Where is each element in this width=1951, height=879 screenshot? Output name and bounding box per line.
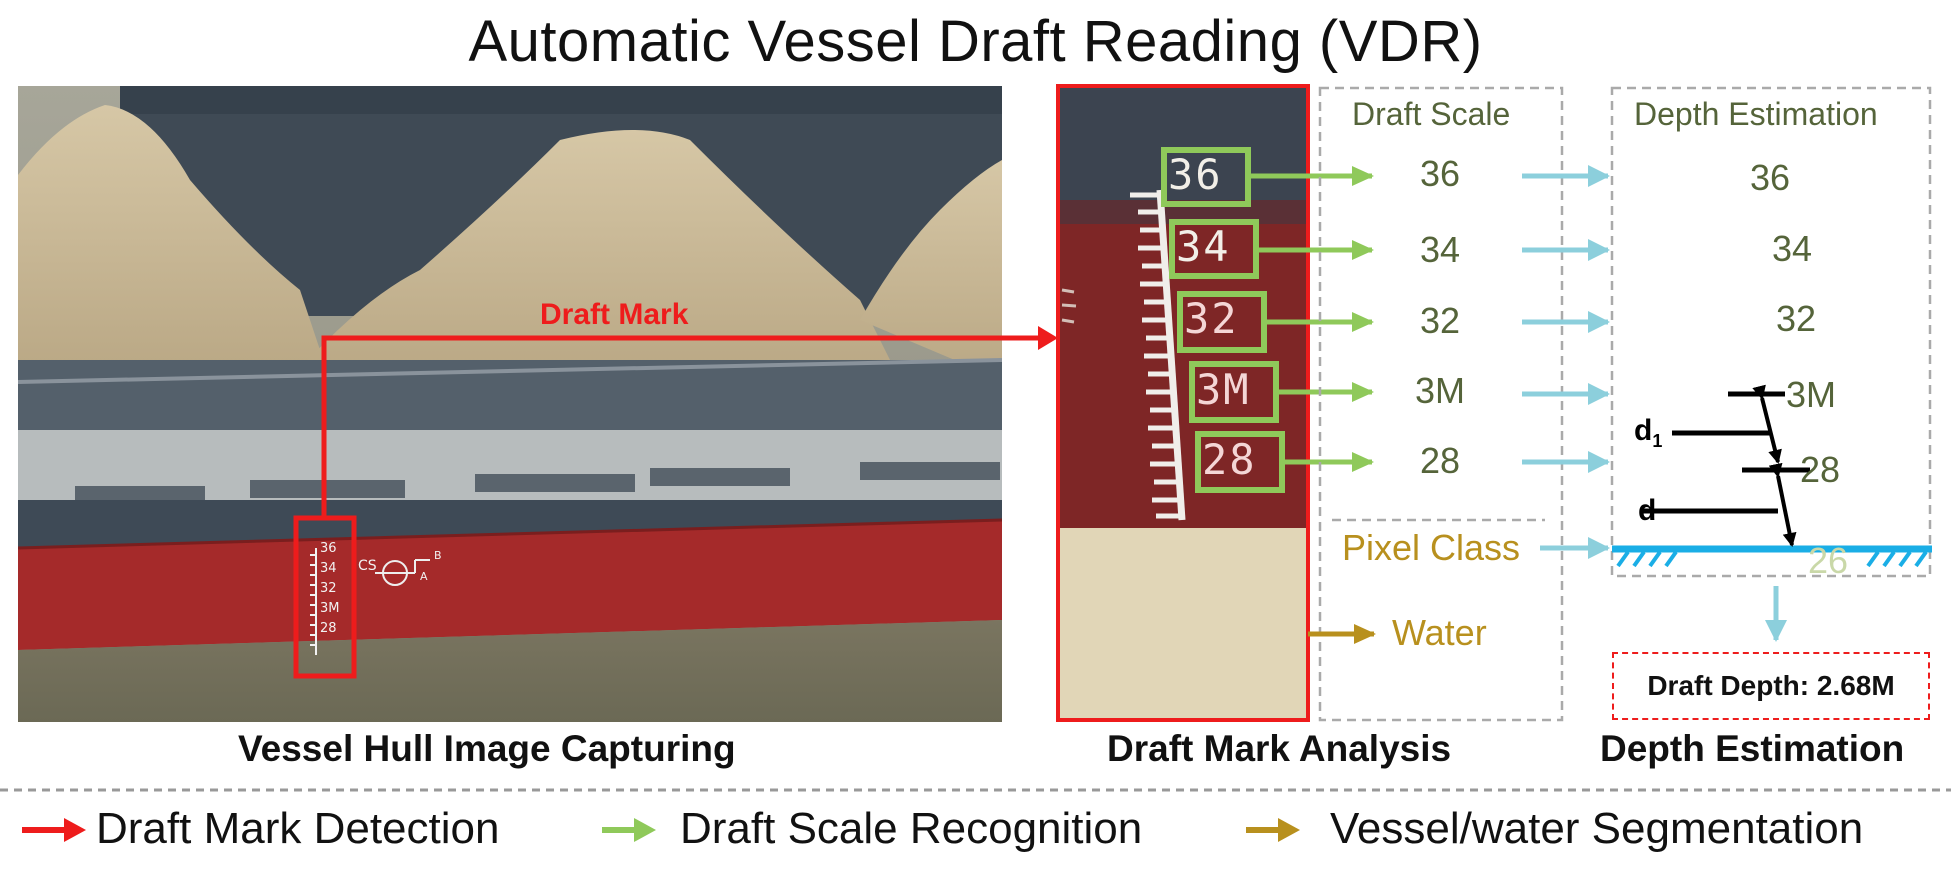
hull-symbol-cs: CS (358, 558, 377, 574)
waterline (1612, 545, 1932, 568)
crop-mark-32: 32 (1184, 294, 1239, 343)
hull-mark-36: 36 (320, 541, 337, 556)
draft-mark-crop-border (1056, 84, 1310, 722)
hull-mark-34: 34 (320, 561, 337, 576)
depth-estimation-header: Depth Estimation (1634, 96, 1878, 132)
vessel-hull-photo (18, 86, 1002, 722)
draft-mark-connector (321, 335, 1040, 518)
depth-measurements (1640, 384, 1810, 547)
d-label: d (1638, 494, 1657, 527)
d1-letter: d (1634, 414, 1653, 447)
depth-value-26-faded: 26 (1808, 540, 1849, 581)
draft-depth-result: Draft Depth: 2.68M (1612, 652, 1930, 720)
pixel-class-header: Pixel Class (1342, 527, 1521, 568)
hull-mark-32: 32 (320, 581, 337, 596)
draft-mark-crop (1058, 86, 1308, 720)
draft-scale-header: Draft Scale (1352, 96, 1511, 132)
d1-subscript: 1 (1652, 431, 1663, 451)
crop-mark-34: 34 (1176, 222, 1231, 271)
scale-value-32: 32 (1419, 300, 1461, 341)
d1-label: d1 (1634, 414, 1662, 452)
depth-value-36: 36 (1750, 157, 1791, 198)
caption-depth-estimation: Depth Estimation (1600, 728, 1905, 769)
main-title: Automatic Vessel Draft Reading (VDR) (468, 9, 1483, 74)
crop-mark-3m: 3M (1196, 365, 1251, 414)
depth-estimation-panel (1610, 86, 1932, 578)
scale-value-3m: 3M (1414, 370, 1465, 411)
hull-mark-28: 28 (320, 621, 337, 636)
draft-mark-connector-head (1038, 326, 1058, 350)
depth-value-32: 32 (1776, 298, 1817, 339)
depth-value-34: 34 (1772, 228, 1813, 269)
scale-recognition-arrows (1248, 166, 1374, 472)
crop-mark-28: 28 (1202, 435, 1257, 484)
draft-mark-label: Draft Mark (540, 298, 689, 331)
caption-vessel-hull: Vessel Hull Image Capturing (238, 728, 736, 769)
draft-depth-text: Draft Depth: 2.68M (1647, 670, 1895, 701)
scale-value-34: 34 (1419, 229, 1461, 270)
hull-symbol-a: A (420, 570, 428, 583)
draft-scale-panel (1318, 86, 1564, 722)
pixel-class-water: Water (1392, 612, 1487, 653)
depth-transfer-arrows (1522, 165, 1787, 642)
hull-symbol-b: B (434, 549, 442, 562)
crop-mark-36: 36 (1168, 150, 1223, 199)
hull-mark-3m: 3M (320, 601, 340, 616)
scale-value-36: 36 (1419, 153, 1461, 194)
depth-value-28: 28 (1800, 449, 1841, 490)
depth-value-3m: 3M (1786, 374, 1837, 415)
legend-arrows (22, 818, 1300, 842)
scale-value-28: 28 (1419, 440, 1461, 481)
legend-draft-mark-detection: Draft Mark Detection (96, 804, 500, 853)
caption-draft-mark-analysis: Draft Mark Analysis (1107, 728, 1452, 769)
legend-vessel-water-segmentation: Vessel/water Segmentation (1330, 804, 1864, 853)
legend-draft-scale-recognition: Draft Scale Recognition (680, 804, 1143, 853)
